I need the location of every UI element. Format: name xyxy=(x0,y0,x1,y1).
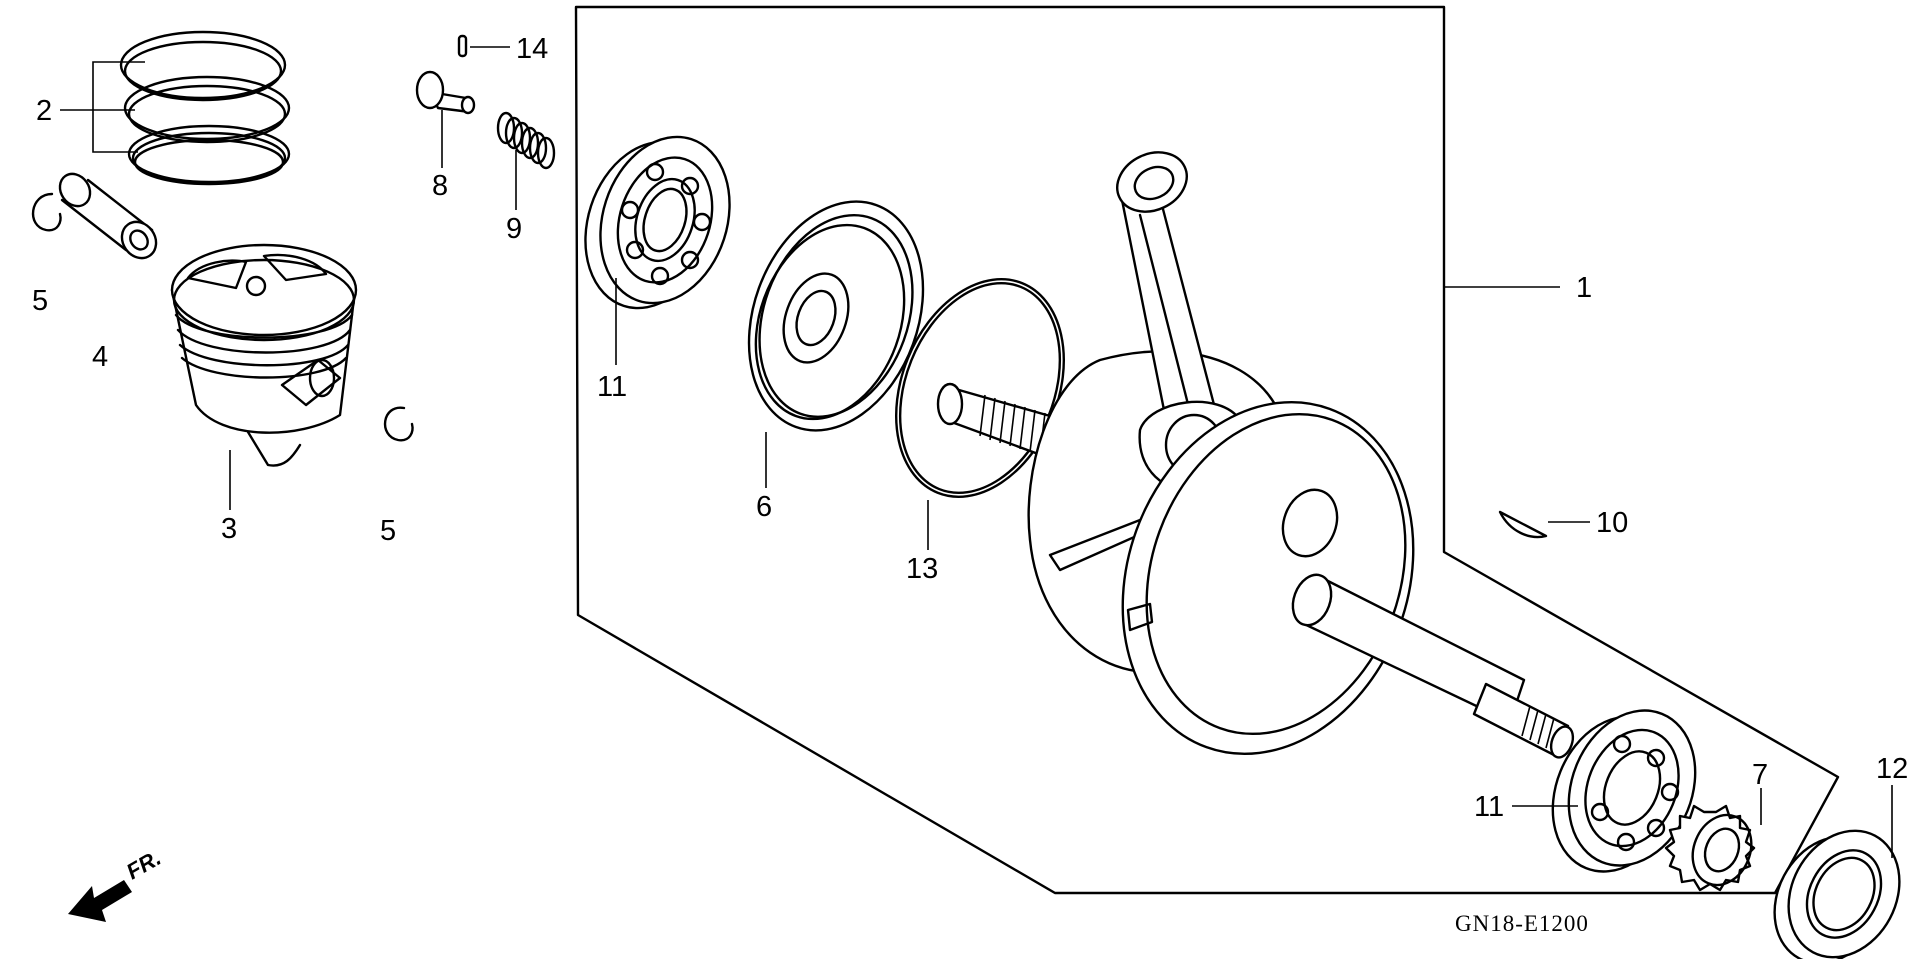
callout-3: 3 xyxy=(221,513,237,545)
callout-1: 1 xyxy=(1576,272,1592,304)
diagram-code: GN18-E1200 xyxy=(1455,911,1589,936)
callout-12: 12 xyxy=(1876,753,1908,785)
callout-11-right: 11 xyxy=(1474,791,1504,823)
pin[interactable] xyxy=(457,34,468,58)
callout-2: 2 xyxy=(36,95,52,127)
oil-seal[interactable] xyxy=(1753,811,1920,959)
ball-bearing-left[interactable] xyxy=(565,120,750,325)
crank-shield-disc[interactable] xyxy=(719,177,954,455)
callout-4: 4 xyxy=(92,341,108,373)
callout-9: 9 xyxy=(506,213,522,245)
piston-pin-clip-left[interactable] xyxy=(31,192,62,232)
tensioner-push-rod[interactable] xyxy=(415,70,476,115)
tensioner-spring[interactable] xyxy=(496,111,556,170)
assembly-outline xyxy=(574,5,1840,895)
callout-10: 10 xyxy=(1596,507,1628,539)
crankshaft-assembly[interactable] xyxy=(936,141,1577,795)
callout-5-left: 5 xyxy=(32,285,48,317)
ball-bearing-right[interactable] xyxy=(1530,691,1717,890)
piston[interactable] xyxy=(170,243,358,467)
callout-8: 8 xyxy=(432,170,448,202)
callout-6: 6 xyxy=(756,491,772,523)
callout-11-left: 11 xyxy=(597,371,627,403)
callout-14: 14 xyxy=(516,33,548,65)
callout-7: 7 xyxy=(1752,759,1768,791)
piston-rings[interactable] xyxy=(119,30,291,186)
timing-sprocket[interactable] xyxy=(1664,804,1761,894)
front-direction-label: FR. xyxy=(122,845,165,884)
callout-13: 13 xyxy=(906,553,938,585)
front-direction-arrow-icon xyxy=(68,880,132,922)
woodruff-key[interactable] xyxy=(1498,510,1548,539)
piston-pin-clip-right[interactable] xyxy=(383,406,414,442)
callout-5-right: 5 xyxy=(380,515,396,547)
piston-pin[interactable] xyxy=(54,168,163,265)
